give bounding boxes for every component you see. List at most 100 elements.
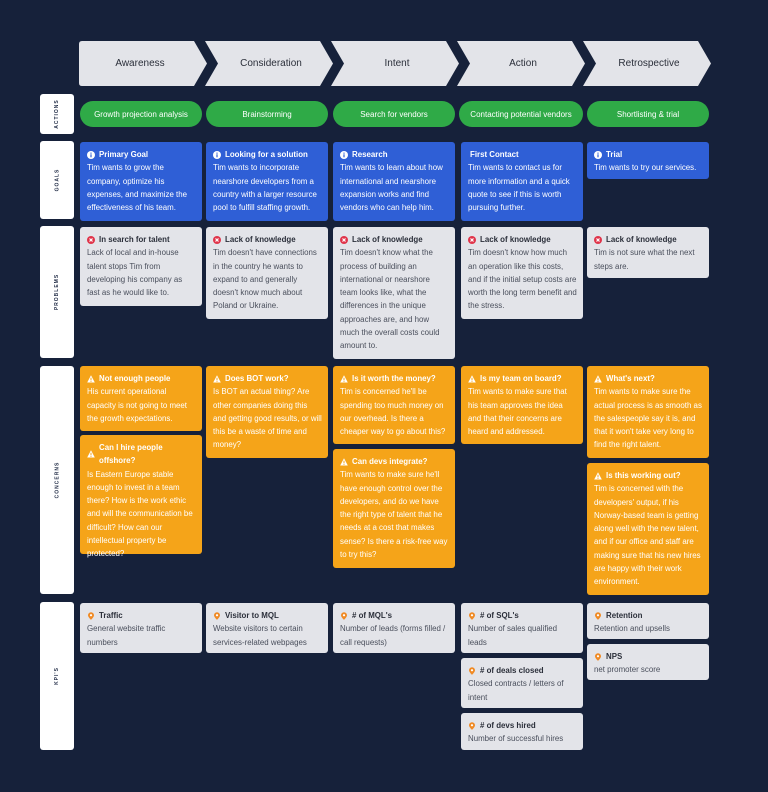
location-pin-icon [468, 666, 476, 675]
kpi-title: Traffic [99, 611, 123, 620]
concern-title: Does BOT work? [225, 374, 289, 383]
row-label-concerns: CONCERNS [40, 366, 74, 594]
kpi-title: # of devs hired [480, 721, 536, 730]
kpi-text: Closed contracts / letters of intent [468, 679, 564, 702]
concern-card: Does BOT work? Is BOT an actual thing? A… [206, 366, 328, 458]
goal-title: Primary Goal [99, 150, 149, 159]
stage-consideration: Consideration [205, 41, 335, 86]
kpi-card: Traffic General website traffic numbers [80, 603, 202, 653]
problem-title: Lack of knowledge [352, 235, 423, 244]
info-icon [87, 150, 95, 159]
action-pill: Brainstorming [206, 101, 328, 127]
concern-title: Not enough people [99, 374, 171, 383]
close-circle-icon [340, 235, 348, 244]
close-circle-icon [468, 235, 476, 244]
info-icon [340, 150, 348, 159]
warning-icon [468, 374, 476, 383]
stage-label: Action [509, 58, 537, 69]
location-pin-icon [468, 721, 476, 730]
chevron-shape [331, 41, 459, 86]
stage-retrospective: Retrospective [583, 41, 713, 86]
kpi-text: Website visitors to certain services-rel… [213, 624, 307, 647]
kpi-title: NPS [606, 652, 623, 661]
kpi-text: Number of leads (forms filled / call req… [340, 624, 446, 647]
location-pin-icon [594, 652, 602, 661]
concern-text: Tim wants to make sure the actual proces… [594, 387, 702, 450]
goal-title: Looking for a solution [225, 150, 308, 159]
kpi-title: # of deals closed [480, 666, 544, 675]
concern-text: Is BOT an actual thing? Are other compan… [213, 387, 322, 450]
concern-title: Is my team on board? [480, 374, 562, 383]
kpi-title: # of MQL's [352, 611, 393, 620]
problem-card: Lack of knowledge Tim doesn't know what … [333, 227, 455, 359]
concern-card: Is my team on board? Tim wants to make s… [461, 366, 583, 444]
kpi-card: # of devs hired Number of successful hir… [461, 713, 583, 750]
warning-icon [87, 450, 95, 458]
concern-title: Can I hire people offshore? [99, 443, 163, 466]
kpi-text: General website traffic numbers [87, 624, 166, 647]
action-pill: Search for vendors [333, 101, 455, 127]
action-pill: Growth projection analysis [80, 101, 202, 127]
warning-icon [594, 471, 602, 480]
concern-title: Is it worth the money? [352, 374, 436, 383]
location-pin-icon [594, 611, 602, 620]
kpi-card: Retention Retention and upsells [587, 603, 709, 639]
problem-title: Lack of knowledge [606, 235, 677, 244]
kpi-title: # of SQL's [480, 611, 519, 620]
warning-icon [594, 374, 602, 383]
stage-label: Consideration [240, 58, 302, 69]
concern-text: His current operational capacity is not … [87, 387, 188, 423]
goal-card: Primary Goal Tim wants to grow the compa… [80, 142, 202, 221]
kpi-text: Number of successful hires [468, 734, 564, 744]
info-icon [594, 150, 602, 159]
action-pill: Contacting potential vendors [459, 101, 583, 127]
kpi-card: # of deals closed Closed contracts / let… [461, 658, 583, 708]
stage-label: Retrospective [618, 58, 680, 69]
stage-action: Action [457, 41, 587, 86]
concern-text: Is Eastern Europe stable enough to inves… [87, 469, 193, 559]
warning-icon [340, 374, 348, 383]
goal-card: First Contact Tim wants to contact us fo… [461, 142, 583, 221]
kpi-card: # of MQL's Number of leads (forms filled… [333, 603, 455, 653]
goal-title: Research [352, 150, 388, 159]
kpi-title: Visitor to MQL [225, 611, 279, 620]
close-circle-icon [594, 235, 602, 244]
row-label-problems: PROBLEMS [40, 226, 74, 358]
stage-awareness: Awareness [79, 41, 209, 86]
goal-title: Trial [606, 150, 623, 159]
problem-title: Lack of knowledge [225, 235, 296, 244]
concern-card: Is it worth the money? Tim is concerned … [333, 366, 455, 444]
warning-icon [213, 374, 221, 383]
concern-card: Can devs integrate? Tim wants to make su… [333, 449, 455, 568]
chevron-shape [205, 41, 333, 86]
problem-title: In search for talent [99, 235, 170, 244]
kpi-text: Retention and upsells [594, 624, 670, 634]
location-pin-icon [468, 611, 476, 620]
chevron-shape [457, 41, 585, 86]
kpi-card: Visitor to MQL Website visitors to certa… [206, 603, 328, 653]
location-pin-icon [87, 611, 95, 620]
kpi-card: # of SQL's Number of sales qualified lea… [461, 603, 583, 653]
kpi-title: Retention [606, 611, 643, 620]
concern-text: Tim wants to make sure that his team app… [468, 387, 567, 437]
problem-text: Tim doesn't know how much an operation l… [468, 248, 577, 311]
concern-title: Is this working out? [606, 471, 681, 480]
stage-intent: Intent [331, 41, 461, 86]
info-icon [213, 150, 221, 159]
warning-icon [340, 457, 348, 466]
chevron-shape [583, 41, 711, 86]
goal-card: Research Tim wants to learn about how in… [333, 142, 455, 221]
row-label-goals: GOALS [40, 141, 74, 219]
goal-text: Tim wants to grow the company, optimize … [87, 163, 188, 213]
problem-title: Lack of knowledge [480, 235, 551, 244]
stage-label: Intent [384, 58, 410, 69]
concern-card: Can I hire people offshore? Is Eastern E… [80, 435, 202, 558]
close-circle-icon [87, 235, 95, 244]
problem-card: Lack of knowledge Tim is not sure what t… [587, 227, 709, 278]
goal-card: Looking for a solution Tim wants to inco… [206, 142, 328, 221]
action-pill: Shortlisting & trial [587, 101, 709, 127]
problem-card: In search for talent Lack of local and i… [80, 227, 202, 306]
goal-title: First Contact [470, 150, 519, 159]
concern-title: Can devs integrate? [352, 457, 428, 466]
concern-card: What's next? Tim wants to make sure the … [587, 366, 709, 458]
